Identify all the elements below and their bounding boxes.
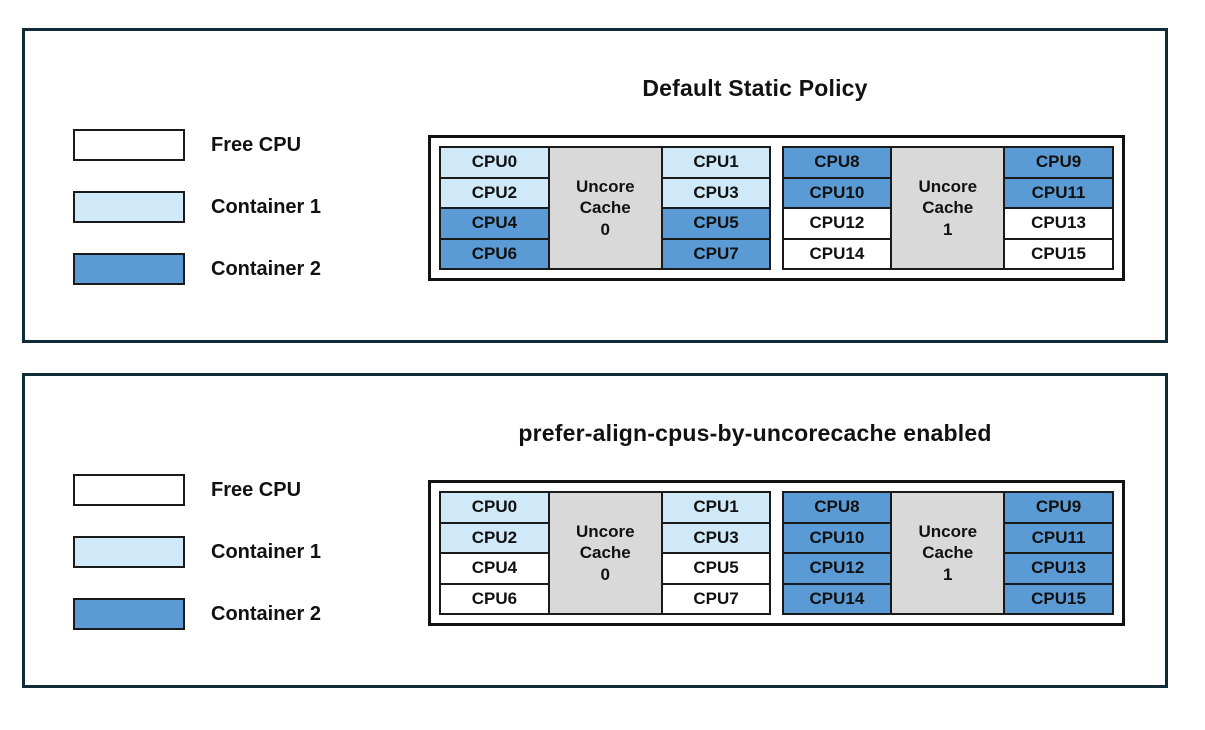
cpu-cell-cpu14: CPU14 <box>781 237 893 270</box>
uncore-cache-label-line: 0 <box>600 564 610 584</box>
cpu-cell-cpu1: CPU1 <box>660 146 772 179</box>
cpu-cell-cpu9: CPU9 <box>1003 491 1114 524</box>
legend-label-container2: Container 2 <box>211 257 322 280</box>
legend-label-free: Free CPU <box>211 478 302 501</box>
cpu-cell-cpu4: CPU4 <box>439 207 550 240</box>
legend-swatch-free <box>73 129 185 161</box>
legend-item-free: Free CPU <box>73 129 321 161</box>
cpu-cell-cpu14: CPU14 <box>781 582 893 615</box>
cpu-cell-cpu7: CPU7 <box>660 237 772 270</box>
legend-swatch-container2 <box>73 598 185 630</box>
legend-swatch-container1 <box>73 536 185 568</box>
cpu-cell-cpu5: CPU5 <box>660 207 772 240</box>
legend-item-container1: Container 1 <box>73 536 321 568</box>
legend-label-container1: Container 1 <box>211 540 322 563</box>
legend-item-free: Free CPU <box>73 474 321 506</box>
legend: Free CPU Container 1 Container 2 <box>73 474 321 630</box>
cpu-cell-cpu11: CPU11 <box>1003 176 1114 209</box>
cpu-cell-cpu11: CPU11 <box>1003 521 1114 554</box>
cpu-cell-cpu3: CPU3 <box>660 521 772 554</box>
cpu-cell-cpu6: CPU6 <box>439 582 550 615</box>
panel-title: prefer-align-cpus-by-uncorecache enabled <box>518 420 992 446</box>
cpu-cell-cpu7: CPU7 <box>660 582 772 615</box>
legend-swatch-container2 <box>73 253 185 285</box>
legend-item-container2: Container 2 <box>73 598 321 630</box>
cpu-cell-cpu12: CPU12 <box>781 552 893 585</box>
legend-label-container2: Container 2 <box>211 602 322 625</box>
cpu-cell-cpu6: CPU6 <box>439 237 550 270</box>
legend-item-container1: Container 1 <box>73 191 321 223</box>
uncore-cache-label-line: Cache <box>922 543 974 563</box>
panel-default-static-policy: Default Static Policy Free CPU Container … <box>22 28 1168 343</box>
uncore-cache-label-line: 1 <box>943 564 953 584</box>
cpu-cell-cpu10: CPU10 <box>781 176 893 209</box>
cpu-cell-cpu9: CPU9 <box>1003 146 1114 179</box>
uncore-cache-label-line: Uncore <box>575 522 635 542</box>
cpu-cell-cpu10: CPU10 <box>781 521 893 554</box>
legend-label-free: Free CPU <box>211 133 302 156</box>
legend-swatch-free <box>73 474 185 506</box>
uncore-cache-label-line: Cache <box>922 198 974 218</box>
legend-item-container2: Container 2 <box>73 253 321 285</box>
legend-swatch-container1 <box>73 191 185 223</box>
uncore-cache-label-line: Uncore <box>918 177 978 197</box>
cpu-cell-cpu4: CPU4 <box>439 552 550 585</box>
uncore-cache-label-line: Uncore <box>918 522 978 542</box>
cpu-cell-cpu0: CPU0 <box>439 491 550 524</box>
cpu-cell-cpu13: CPU13 <box>1003 552 1114 585</box>
uncore-cache-label-line: Cache <box>579 543 631 563</box>
cpu-cell-cpu15: CPU15 <box>1003 582 1114 615</box>
cpu-cell-cpu13: CPU13 <box>1003 207 1114 240</box>
panel-title: Default Static Policy <box>642 75 868 101</box>
uncore-cache-label-line: 1 <box>943 219 953 239</box>
panel-prefer-align-cpus-by-uncorecache: prefer-align-cpus-by-uncorecache enabled… <box>22 373 1168 688</box>
cpu-cell-cpu3: CPU3 <box>660 176 772 209</box>
cpu-cell-cpu0: CPU0 <box>439 146 550 179</box>
cpu-cell-cpu8: CPU8 <box>781 146 893 179</box>
cpu-cell-cpu5: CPU5 <box>660 552 772 585</box>
legend: Free CPU Container 1 Container 2 <box>73 129 321 285</box>
uncore-cache-label-line: Cache <box>579 198 631 218</box>
cpu-cell-cpu8: CPU8 <box>781 491 893 524</box>
cpu-cell-cpu12: CPU12 <box>781 207 893 240</box>
uncore-cache-label-line: Uncore <box>575 177 635 197</box>
cpu-cell-cpu15: CPU15 <box>1003 237 1114 270</box>
cpu-cell-cpu2: CPU2 <box>439 521 550 554</box>
cpu-cell-cpu1: CPU1 <box>660 491 772 524</box>
cpu-cell-cpu2: CPU2 <box>439 176 550 209</box>
legend-label-container1: Container 1 <box>211 195 322 218</box>
uncore-cache-label-line: 0 <box>600 219 610 239</box>
